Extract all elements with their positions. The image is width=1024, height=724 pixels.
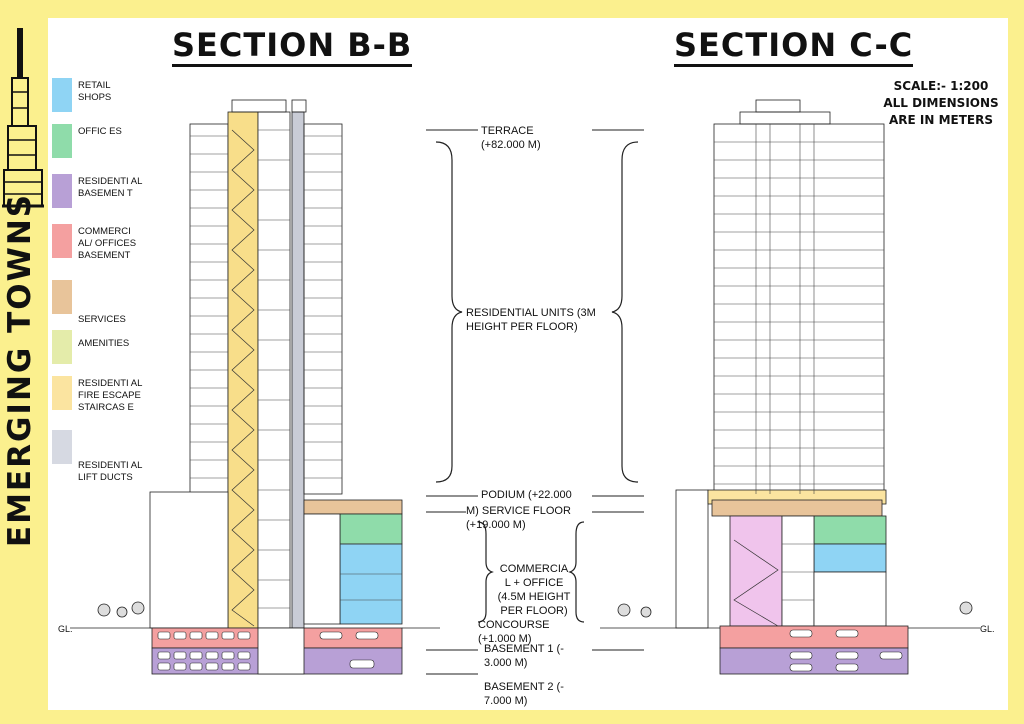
legend-swatch <box>52 330 72 364</box>
section-b-floors <box>190 129 402 609</box>
podium-label: PODIUM (+22.000 <box>481 489 572 501</box>
legend-swatch <box>52 174 72 208</box>
level-lines <box>426 129 644 675</box>
tower-logo-icon <box>2 28 44 208</box>
staircase-b <box>231 129 255 627</box>
residential-brace-right <box>611 141 639 483</box>
car-icons-b <box>157 631 379 671</box>
legend-label: RESIDENTI AL BASEMEN T <box>78 176 143 199</box>
scale-note: SCALE:- 1:200 ALL DIMENSIONS ARE IN METE… <box>876 78 1006 129</box>
legend-swatch <box>52 124 72 158</box>
ground-level-right: GL. <box>980 624 995 634</box>
legend-label: OFFIC ES <box>78 126 122 137</box>
legend-label: COMMERCI AL/ OFFICES BASEMENT <box>78 226 137 261</box>
legend-label: RESIDENTI AL FIRE ESCAPE STAIRCAS E <box>78 378 143 413</box>
residential-label: RESIDENTIAL UNITS (3M HEIGHT PER FLOOR) <box>466 307 596 333</box>
terrace-label: TERRACE (+82.000 M) <box>481 125 541 151</box>
section-c-floors <box>714 124 884 601</box>
legend-swatch <box>52 376 72 410</box>
scale-line-2: ALL DIMENSIONS <box>883 96 999 110</box>
section-c-building <box>675 99 909 675</box>
legend-label: SERVICES <box>78 314 126 325</box>
legend-swatch <box>52 430 72 464</box>
scale-line-3: ARE IN METERS <box>889 113 993 127</box>
legend-label: RETAIL SHOPS <box>78 80 112 103</box>
basement-2-label: BASEMENT 2 (- 7.000 M) <box>484 681 564 707</box>
ground-c <box>600 601 980 629</box>
section-b-building <box>149 99 403 675</box>
legend-label: RESIDENTI AL LIFT DUCTS <box>78 460 143 483</box>
brand-banner: EMERGING TOWNS <box>0 0 46 724</box>
commercial-brace-right <box>568 521 585 623</box>
concourse-label: CONCOURSE (+1.000 M) <box>478 619 550 645</box>
commercial-label: COMMERCIA L + OFFICE (4.5M HEIGHT PER FL… <box>497 563 571 617</box>
legend-swatch <box>52 280 72 314</box>
staircase-c <box>733 539 779 627</box>
basement-1-label: BASEMENT 1 (- 3.000 M) <box>484 643 564 669</box>
car-icons-c <box>789 629 903 672</box>
legend-swatch <box>52 78 72 112</box>
scale-line-1: SCALE:- 1:200 <box>893 79 989 93</box>
legend-label: AMENITIES <box>78 338 130 349</box>
commercial-brace-left <box>477 521 494 623</box>
section-b-title: SECTION B-B <box>172 26 413 67</box>
ground-b <box>70 601 440 629</box>
section-c-title: SECTION C-C <box>674 26 914 67</box>
legend-swatch <box>52 224 72 258</box>
service-floor-label: M) SERVICE FLOOR (+19.000 M) <box>466 505 571 531</box>
ground-level-left: GL. <box>58 624 73 634</box>
residential-brace-left <box>435 141 463 483</box>
